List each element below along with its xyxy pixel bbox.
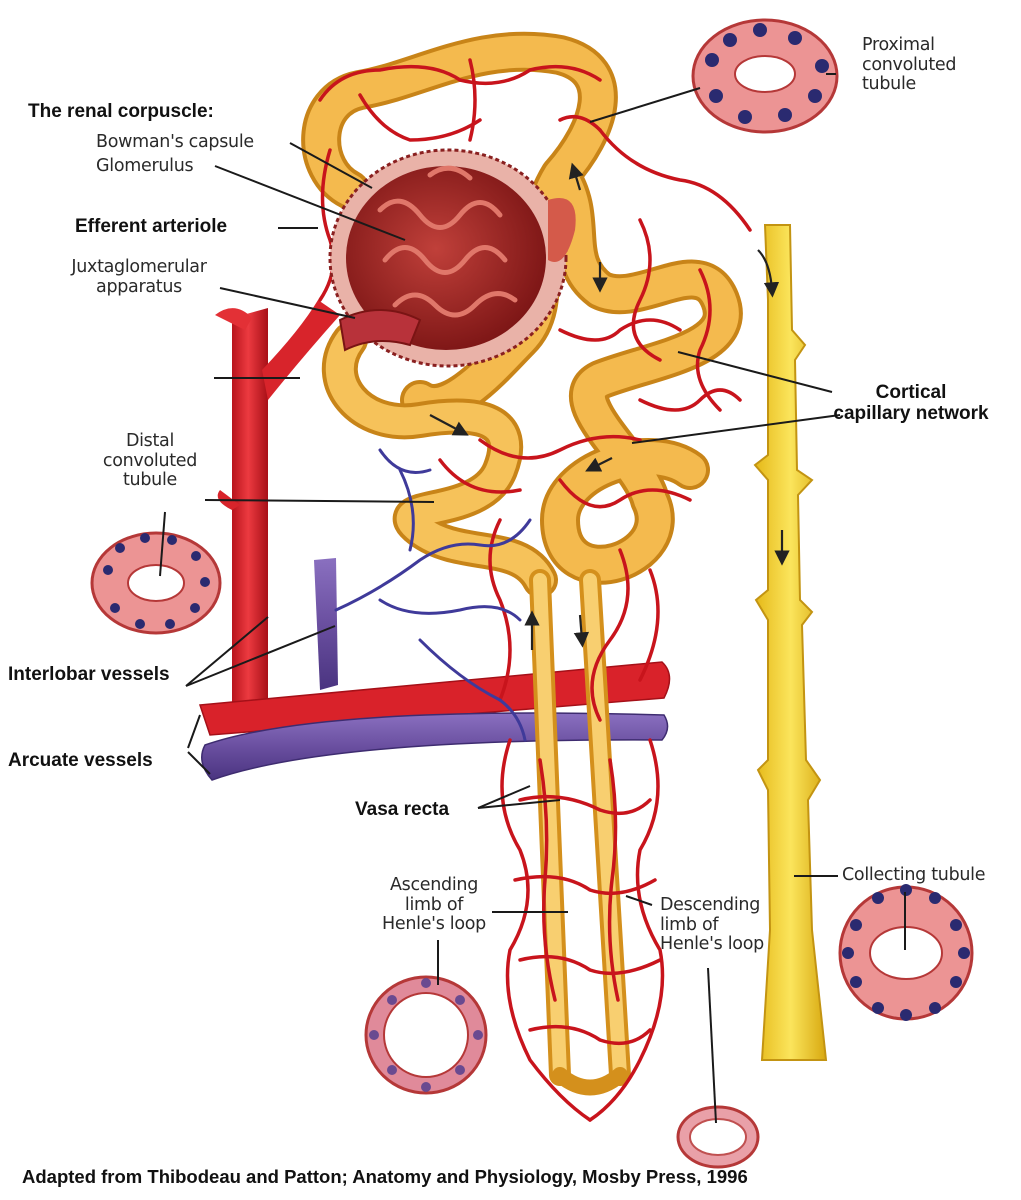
interlobar-artery [215, 300, 340, 705]
label-distal-convoluted-tubule: Distal convoluted tubule [102, 431, 198, 491]
label-bowmans-capsule: Bowman's capsule [96, 132, 254, 152]
label-vasa-recta: Vasa recta [355, 799, 450, 820]
label-glomerulus: Glomerulus [96, 156, 194, 176]
label-collecting-tubule: Collecting tubule [842, 865, 986, 885]
flow-arrows [429, 162, 790, 650]
descending-limb-cross-section [676, 1105, 760, 1169]
collecting-tubule [753, 224, 828, 1061]
capillary-network [318, 58, 752, 1122]
venous-capillaries [334, 448, 532, 742]
ascending-limb-cross-section [364, 975, 488, 1095]
proximal-cross-section [691, 18, 839, 134]
label-cortical-capillary-network: Cortical capillary network [833, 382, 989, 425]
renal-corpuscle [328, 148, 576, 368]
source-caption: Adapted from Thibodeau and Patton; Anato… [22, 1166, 748, 1187]
collecting-cross-section [838, 884, 974, 1021]
label-interlobar-vessels: Interlobar vessels [8, 664, 170, 685]
label-descending-limb: Descending limb of Henle's loop [660, 895, 764, 955]
label-efferent-arteriole: Efferent arteriole [75, 216, 228, 237]
label-arcuate-vessels: Arcuate vessels [8, 750, 153, 771]
label-renal-corpuscle: The renal corpuscle: [28, 101, 214, 122]
label-proximal-convoluted-tubule: Proximal convoluted tubule [862, 35, 957, 95]
label-juxtaglomerular-apparatus: Juxtaglomerular apparatus [71, 257, 207, 297]
label-ascending-limb: Ascending limb of Henle's loop [382, 875, 486, 935]
leader-lines [159, 73, 906, 1124]
distal-cross-section [90, 531, 222, 635]
